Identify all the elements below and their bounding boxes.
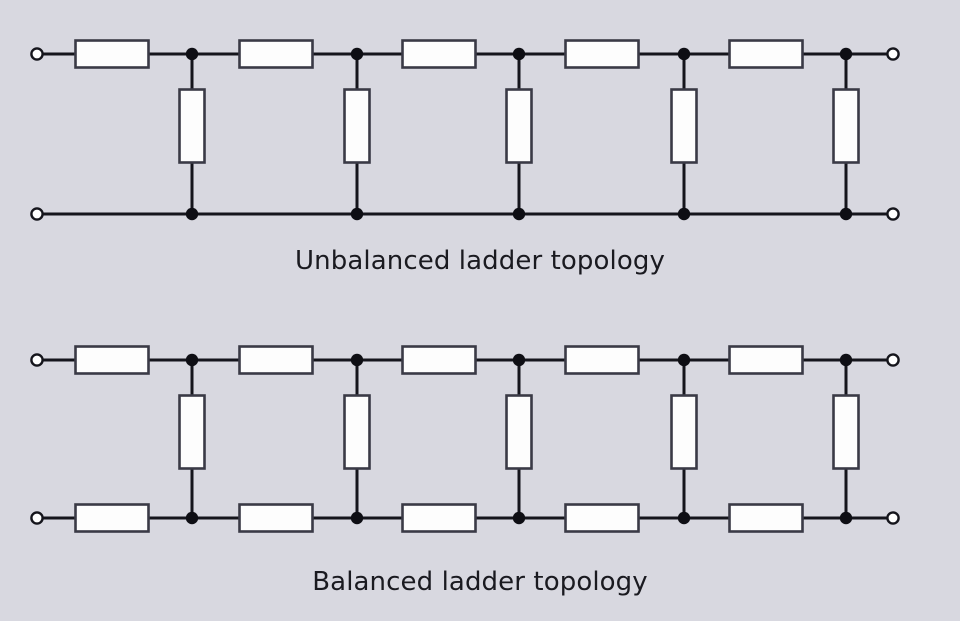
- balanced-series-resistor-bottom-1: [74, 503, 150, 533]
- balanced-terminal-output-top: [886, 353, 900, 367]
- balanced-shunt-resistor-4: [670, 394, 698, 470]
- balanced-terminal-input-bottom: [30, 511, 44, 525]
- unbalanced-junction-bottom-5: [839, 207, 853, 221]
- unbalanced-terminal-input-top: [30, 47, 44, 61]
- unbalanced-series-resistor-top-1: [74, 39, 150, 69]
- balanced-junction-bottom-2: [350, 511, 364, 525]
- balanced-series-resistor-top-3: [401, 345, 477, 375]
- balanced-junction-bottom-3: [512, 511, 526, 525]
- balanced-series-resistor-top-5: [728, 345, 804, 375]
- unbalanced-junction-top-2: [350, 47, 364, 61]
- balanced-shunt-resistor-2: [343, 394, 371, 470]
- balanced-terminal-output-bottom: [886, 511, 900, 525]
- balanced-series-resistor-top-2: [238, 345, 314, 375]
- balanced-shunt-resistor-3: [505, 394, 533, 470]
- unbalanced-junction-top-5: [839, 47, 853, 61]
- balanced-junction-top-3: [512, 353, 526, 367]
- balanced-junction-bottom-4: [677, 511, 691, 525]
- balanced-junction-bottom-1: [185, 511, 199, 525]
- balanced-junction-bottom-5: [839, 511, 853, 525]
- caption-balanced-ladder: Balanced ladder topology: [312, 567, 648, 597]
- balanced-junction-top-5: [839, 353, 853, 367]
- unbalanced-terminal-output-top: [886, 47, 900, 61]
- balanced-junction-top-1: [185, 353, 199, 367]
- unbalanced-series-resistor-top-2: [238, 39, 314, 69]
- balanced-series-resistor-bottom-2: [238, 503, 314, 533]
- unbalanced-shunt-resistor-2: [343, 88, 371, 164]
- unbalanced-shunt-resistor-1: [178, 88, 206, 164]
- unbalanced-series-resistor-top-5: [728, 39, 804, 69]
- unbalanced-shunt-resistor-4: [670, 88, 698, 164]
- unbalanced-junction-top-4: [677, 47, 691, 61]
- unbalanced-junction-bottom-3: [512, 207, 526, 221]
- balanced-series-resistor-top-1: [74, 345, 150, 375]
- unbalanced-junction-bottom-2: [350, 207, 364, 221]
- balanced-shunt-resistor-5: [832, 394, 860, 470]
- balanced-series-resistor-bottom-3: [401, 503, 477, 533]
- caption-unbalanced-ladder: Unbalanced ladder topology: [295, 246, 665, 276]
- unbalanced-terminal-input-bottom: [30, 207, 44, 221]
- balanced-terminal-input-top: [30, 353, 44, 367]
- unbalanced-junction-top-1: [185, 47, 199, 61]
- unbalanced-shunt-resistor-3: [505, 88, 533, 164]
- unbalanced-junction-top-3: [512, 47, 526, 61]
- balanced-series-resistor-top-4: [564, 345, 640, 375]
- balanced-junction-top-4: [677, 353, 691, 367]
- balanced-series-resistor-bottom-4: [564, 503, 640, 533]
- unbalanced-series-resistor-top-3: [401, 39, 477, 69]
- unbalanced-terminal-output-bottom: [886, 207, 900, 221]
- balanced-shunt-resistor-1: [178, 394, 206, 470]
- balanced-junction-top-2: [350, 353, 364, 367]
- unbalanced-shunt-resistor-5: [832, 88, 860, 164]
- balanced-series-resistor-bottom-5: [728, 503, 804, 533]
- unbalanced-series-resistor-top-4: [564, 39, 640, 69]
- unbalanced-junction-bottom-4: [677, 207, 691, 221]
- unbalanced-junction-bottom-1: [185, 207, 199, 221]
